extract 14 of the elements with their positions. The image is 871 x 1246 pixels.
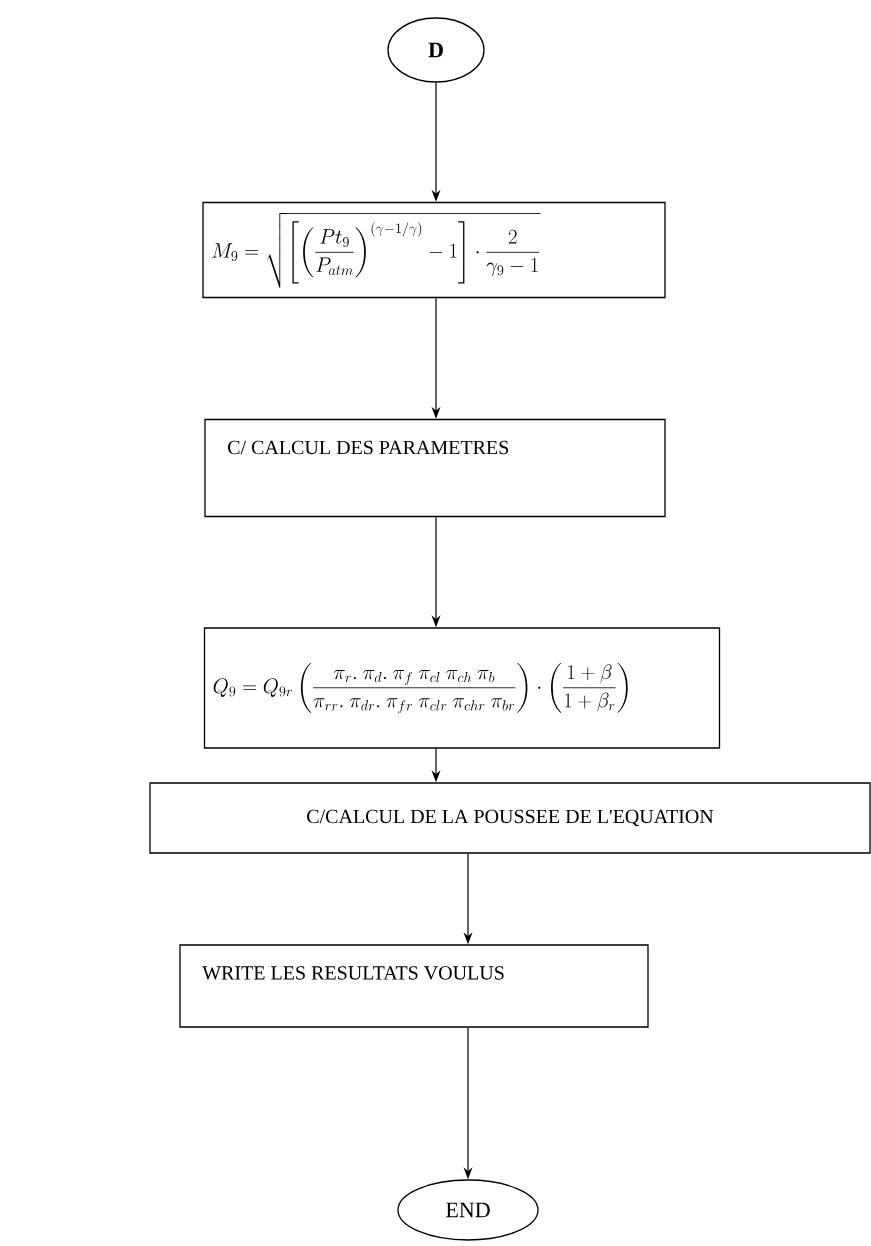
node-label: C/ CALCUL DES PARAMETRES [228,440,509,455]
process-box [149,782,871,854]
process-box [204,418,666,518]
node-label: END [446,1202,490,1218]
terminal-oval [387,17,485,83]
formula-box [202,201,666,299]
terminal-oval [397,1179,539,1241]
node-label: $M_9 = \sqrt{\left[\left(\frac{Pt_9}{P_{atm}}\right)^{\left(\gamma-1/\gamma\right)}-1\right]\cdot\frac{2}{\gamma_9-1}}$ [212,213,541,288]
node-label: $Q_9 = Q_{9r}\left(\frac{\pi_r .\ \pi_d .\ \pi_f\ \pi_{cl}\ \pi_{ch}\ \pi_b}{\pi_{rr} .\ \pi_{dr} .\ \pi_{fr}\ \pi_{clr}\ \pi_{chr}\ \pi_{br}}\right)\cdot\left(\frac{1+\beta}{1+\beta_r}\right)$ [213,662,628,714]
node-label: C/CALCUL DE LA POUSSEE DE L'EQUATION [307,809,714,827]
node-label: D [428,42,443,58]
node-label: WRITE LES RESULTATS VOULUS [202,966,504,980]
formula-box [203,627,721,749]
process-box [179,944,649,1028]
